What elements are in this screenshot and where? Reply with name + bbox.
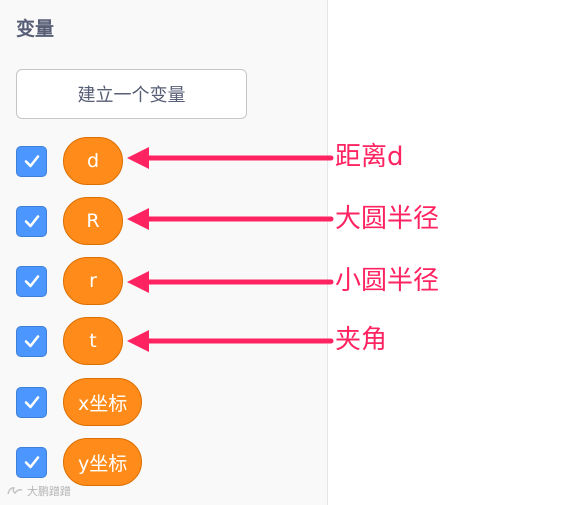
variable-row-x: x坐标 xyxy=(16,377,143,427)
variable-row-t: t xyxy=(16,316,123,366)
annotation-label-angle: 夹角 xyxy=(335,325,388,355)
variable-reporter-R[interactable]: R xyxy=(63,197,123,245)
variable-checkbox[interactable] xyxy=(16,145,47,177)
variable-reporter-t[interactable]: t xyxy=(63,317,123,365)
variable-reporter-r[interactable]: r xyxy=(63,257,123,305)
variables-panel: 变量 建立一个变量 d R r t x坐标 y坐标 xyxy=(16,0,328,505)
annotation-label-distance: 距离d xyxy=(335,142,404,172)
watermark: 大鹏蹭蹭 xyxy=(6,483,71,499)
variable-row-r: r xyxy=(16,256,123,306)
variable-checkbox[interactable] xyxy=(16,205,47,237)
watermark-logo-icon xyxy=(7,487,23,495)
variable-reporter-d[interactable]: d xyxy=(63,137,123,185)
annotation-label-small-radius: 小圆半径 xyxy=(335,266,440,296)
checkmark-icon xyxy=(24,155,39,168)
variable-checkbox[interactable] xyxy=(16,265,47,297)
checkmark-icon xyxy=(24,335,39,348)
checkmark-icon xyxy=(24,275,39,288)
checkmark-icon xyxy=(24,215,39,228)
variable-reporter-y[interactable]: y坐标 xyxy=(63,438,143,486)
variable-row-y: y坐标 xyxy=(16,437,143,487)
variable-checkbox[interactable] xyxy=(16,325,47,357)
checkmark-icon xyxy=(24,456,39,469)
variable-checkbox[interactable] xyxy=(16,446,47,478)
variable-reporter-x[interactable]: x坐标 xyxy=(63,378,143,426)
variable-checkbox[interactable] xyxy=(16,386,47,418)
panel-title: 变量 xyxy=(16,18,55,40)
variable-row-d: d xyxy=(16,136,123,186)
checkmark-icon xyxy=(24,396,39,409)
annotation-label-big-radius: 大圆半径 xyxy=(335,204,440,234)
watermark-text: 大鹏蹭蹭 xyxy=(27,485,71,498)
make-variable-button[interactable]: 建立一个变量 xyxy=(16,69,247,119)
variable-row-R: R xyxy=(16,196,123,246)
